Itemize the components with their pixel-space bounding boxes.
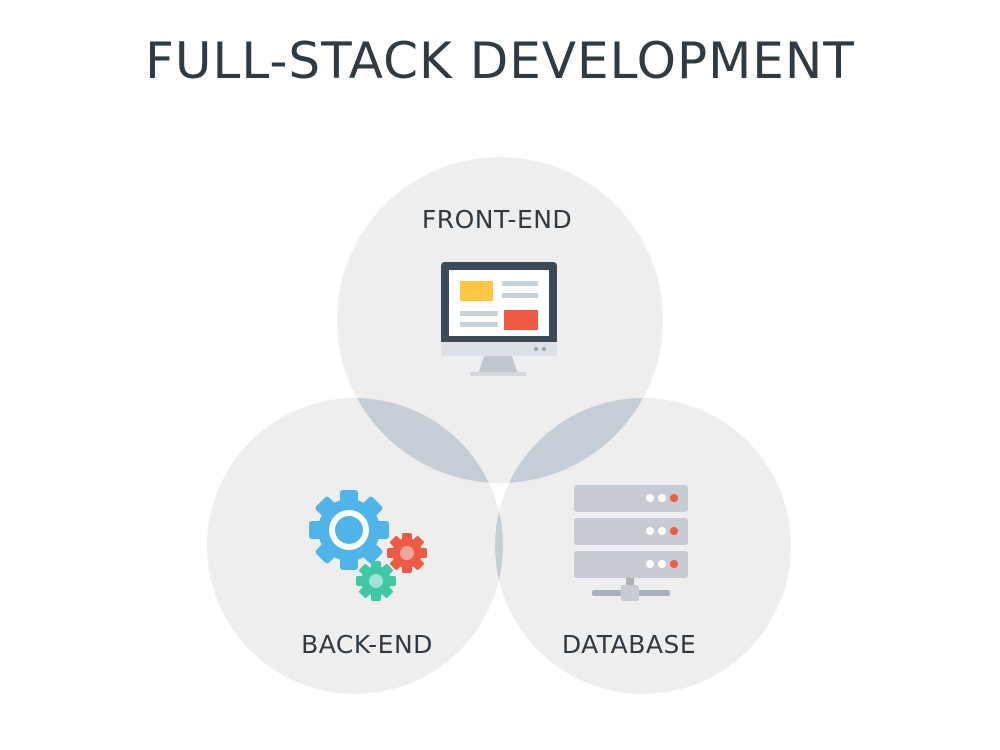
- small-red-gear: [387, 533, 427, 573]
- server-icon: [574, 485, 688, 601]
- page-title: FULL-STACK DEVELOPMENT: [145, 32, 855, 90]
- small-green-gear: [356, 561, 396, 601]
- front-end-label: FRONT-END: [422, 205, 572, 234]
- database-circle: [495, 398, 791, 694]
- large-gear: [309, 490, 389, 570]
- gears-icon: [309, 490, 427, 601]
- monitor-icon: [441, 262, 557, 376]
- database-label: DATABASE: [562, 630, 696, 659]
- back-end-label: BACK-END: [301, 630, 433, 659]
